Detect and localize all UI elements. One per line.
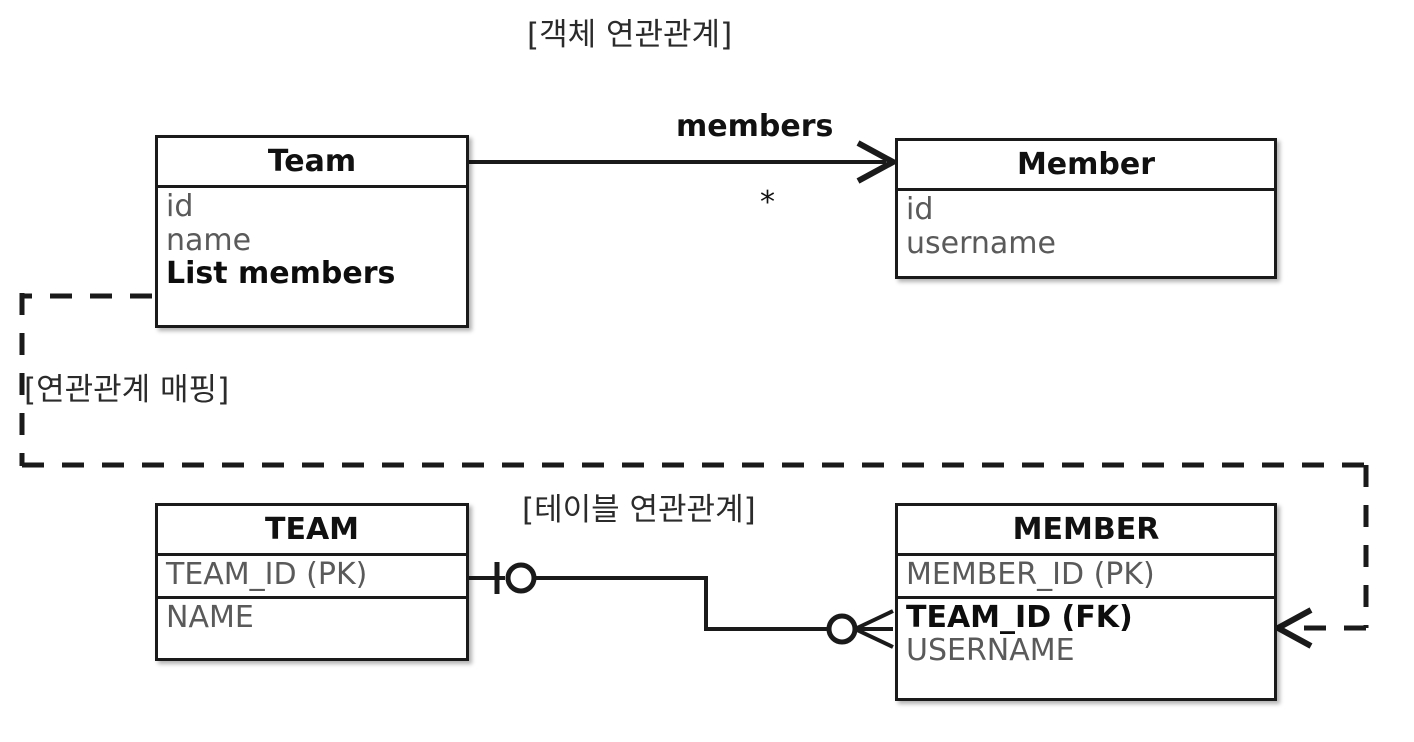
er-crowsfoot-icon	[854, 609, 894, 649]
class-attribute: id	[906, 192, 934, 227]
class-box-team[interactable]: Team id name List members	[155, 135, 469, 328]
table-column-row: TEAM_ID (PK)	[158, 556, 466, 599]
mapping-arrowhead-icon	[1271, 607, 1313, 649]
class-attributes-team: id name List members	[158, 188, 466, 295]
table-column-row: MEMBER_ID (PK)	[898, 556, 1274, 599]
uml-association-team-member	[469, 140, 900, 184]
association-arrowhead-icon	[856, 140, 900, 184]
class-attribute: name	[166, 222, 252, 258]
table-column-row: NAME	[158, 599, 466, 639]
er-zero-circle-team-icon	[505, 562, 537, 594]
caption-table-association: [테이블 연관관계]	[522, 492, 756, 528]
table-box-member[interactable]: MEMBER MEMBER_ID (PK) TEAM_ID (FK) USERN…	[895, 503, 1277, 701]
class-name-team: Team	[158, 138, 466, 188]
er-zero-circle-member-icon	[826, 613, 858, 645]
caption-object-association: [객체 연관관계]	[527, 17, 733, 53]
table-column-team-id-fk: TEAM_ID (FK)	[906, 599, 1133, 635]
association-multiplicity-label: *	[760, 185, 775, 220]
table-box-team[interactable]: TEAM TEAM_ID (PK) NAME	[155, 503, 469, 661]
table-name-team: TEAM	[158, 506, 466, 556]
table-name-member: MEMBER	[898, 506, 1274, 556]
association-role-label: members	[676, 109, 834, 144]
table-column-name: NAME	[166, 599, 254, 635]
class-attribute: username	[906, 225, 1056, 261]
class-attribute-list-members: List members	[166, 256, 396, 292]
table-column-username: USERNAME	[906, 633, 1075, 669]
class-attribute: id	[166, 189, 194, 224]
caption-association-mapping: [연관관계 매핑]	[24, 372, 230, 408]
er-relationship-team-member	[469, 562, 894, 649]
class-box-member[interactable]: Member id username	[895, 138, 1277, 279]
er-line-step	[534, 576, 829, 631]
class-attributes-member: id username	[898, 191, 1274, 264]
table-column-team-id: TEAM_ID (PK)	[166, 557, 368, 592]
class-name-member: Member	[898, 141, 1274, 191]
table-column-member-id: MEMBER_ID (PK)	[906, 557, 1155, 592]
table-column-row: TEAM_ID (FK) USERNAME	[898, 599, 1274, 672]
